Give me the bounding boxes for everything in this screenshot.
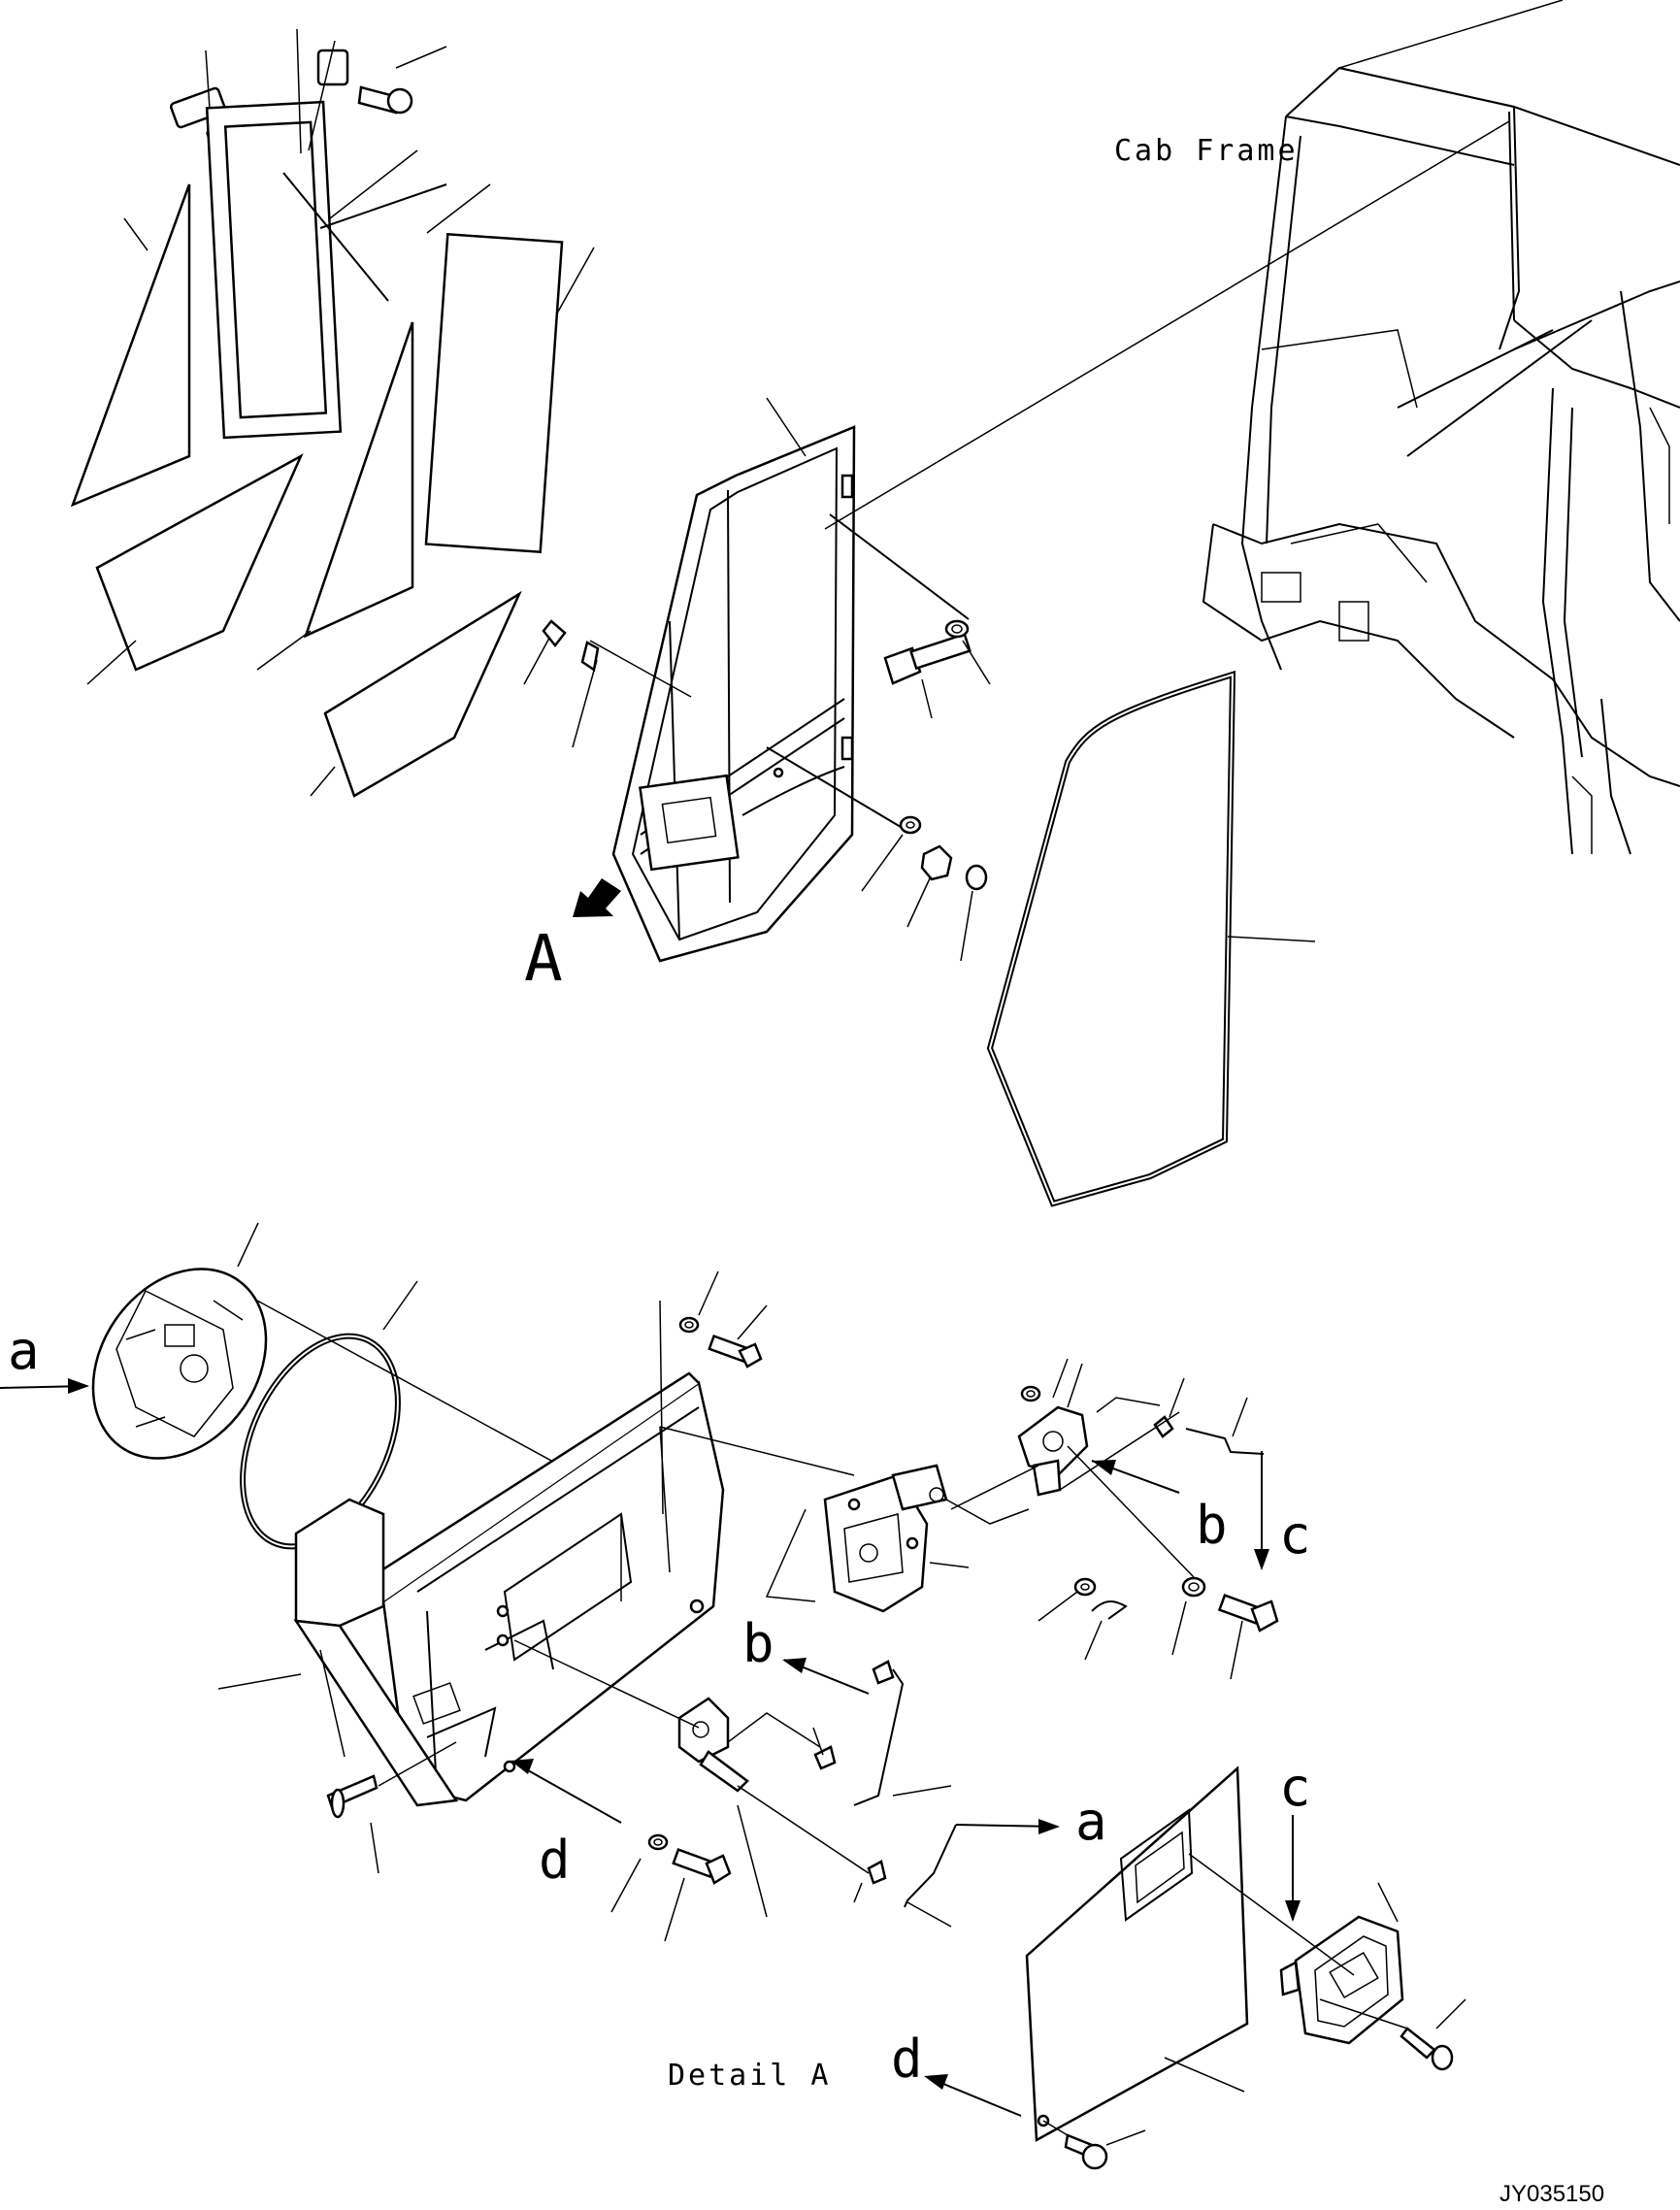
upper-bolt-set: [659, 1270, 768, 1515]
cab-frame-label: Cab Frame: [1114, 134, 1299, 168]
ref-b-arrowhead-lower: [782, 1658, 807, 1673]
ref-d-label-left: d: [539, 1830, 571, 1891]
door-leader-line: [766, 397, 807, 457]
outer-handle: [1188, 1853, 1404, 2045]
detail-a-caption: Detail A: [668, 2059, 832, 2093]
door-latch: [659, 1426, 1030, 1613]
panel-screw: [326, 1741, 457, 1874]
ref-c-label-lower: c: [1279, 1757, 1311, 1818]
door-clips: [542, 619, 600, 673]
ref-d-label-right: d: [891, 2029, 923, 2090]
outer-door-panel: [1025, 1765, 1249, 2143]
outer-handle-linkage: [950, 1358, 1265, 1510]
clip-leader-line: [589, 640, 692, 698]
ref-a-label-lower: a: [1075, 1791, 1107, 1852]
glass-leader-lines: [86, 630, 598, 797]
ref-a-label-left: a: [8, 1320, 40, 1381]
ref-b-arrowhead-upper: [1092, 1460, 1116, 1475]
handle-screw: [1319, 1998, 1466, 2071]
latch-bolt-set: [1038, 1445, 1279, 1680]
ref-c-label-upper: c: [1279, 1504, 1311, 1566]
drawing-number: JY035150: [1499, 2181, 1604, 2207]
top-small-parts: [169, 49, 447, 440]
hinge-bolt-set: [829, 513, 991, 719]
lower-linkage: [513, 1639, 957, 1942]
ref-c-arrowhead-lower: [1285, 1900, 1301, 1922]
gasket-ring: [240, 1280, 418, 1550]
door-frame: [611, 425, 856, 963]
panel-bolt: [1042, 2120, 1146, 2170]
ref-b-label-lower: b: [742, 1613, 774, 1674]
inner-door-panel: [377, 1371, 725, 1802]
view-a-label: A: [524, 921, 563, 996]
cab-frame: [1202, 0, 1680, 855]
ref-d-arrow-left: [511, 1761, 622, 1824]
view-arrow: [573, 878, 621, 917]
door-seal: [986, 670, 1316, 1207]
ref-a-arrowhead-left: [68, 1378, 89, 1394]
door-to-frame-line: [824, 120, 1510, 530]
glass-panels: [70, 183, 564, 798]
ref-b-label-upper: b: [1196, 1495, 1228, 1556]
ref-d-arrowhead-left: [511, 1759, 534, 1774]
inside-handle-assembly: [91, 1222, 268, 1460]
top-leader-lines: [123, 28, 595, 321]
door-trim: [217, 1498, 459, 1807]
ref-d-arrowhead-right: [924, 2074, 948, 2090]
ref-a-arrowhead-lower: [1038, 1819, 1060, 1834]
latch-fastener-set: [766, 746, 988, 962]
ref-c-arrowhead-upper: [1254, 1549, 1269, 1570]
